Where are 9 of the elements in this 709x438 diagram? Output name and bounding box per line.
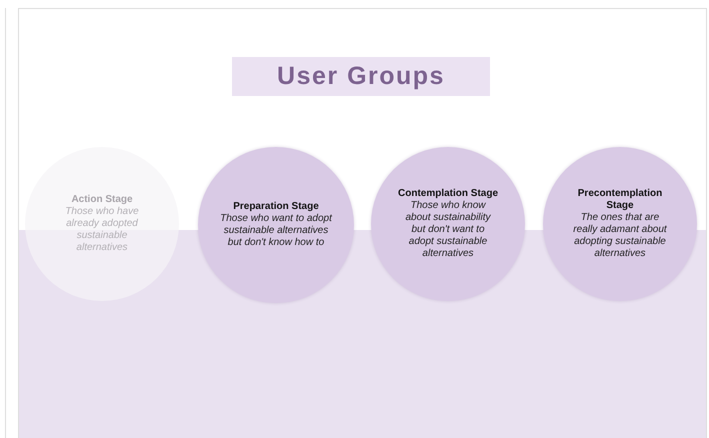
title: User Groups	[232, 57, 490, 96]
stage-description: Those who have already adopted sustainable alternatives	[64, 206, 140, 254]
stage-description: Those who know about sustainability but don't want to adopt sustainable alternatives	[404, 200, 492, 260]
stage-heading: Contemplation Stage	[398, 188, 498, 200]
stage-heading: Preparation Stage	[232, 201, 320, 213]
stage-heading: Action Stage	[70, 194, 134, 206]
stage-heading: Precontemplation Stage	[576, 188, 664, 212]
stage-description: Those who want to adopt sustainable alternatives but don't know how to	[220, 213, 332, 249]
stage-description: The ones that are really adamant about adopting sustainable alternatives	[572, 212, 668, 260]
